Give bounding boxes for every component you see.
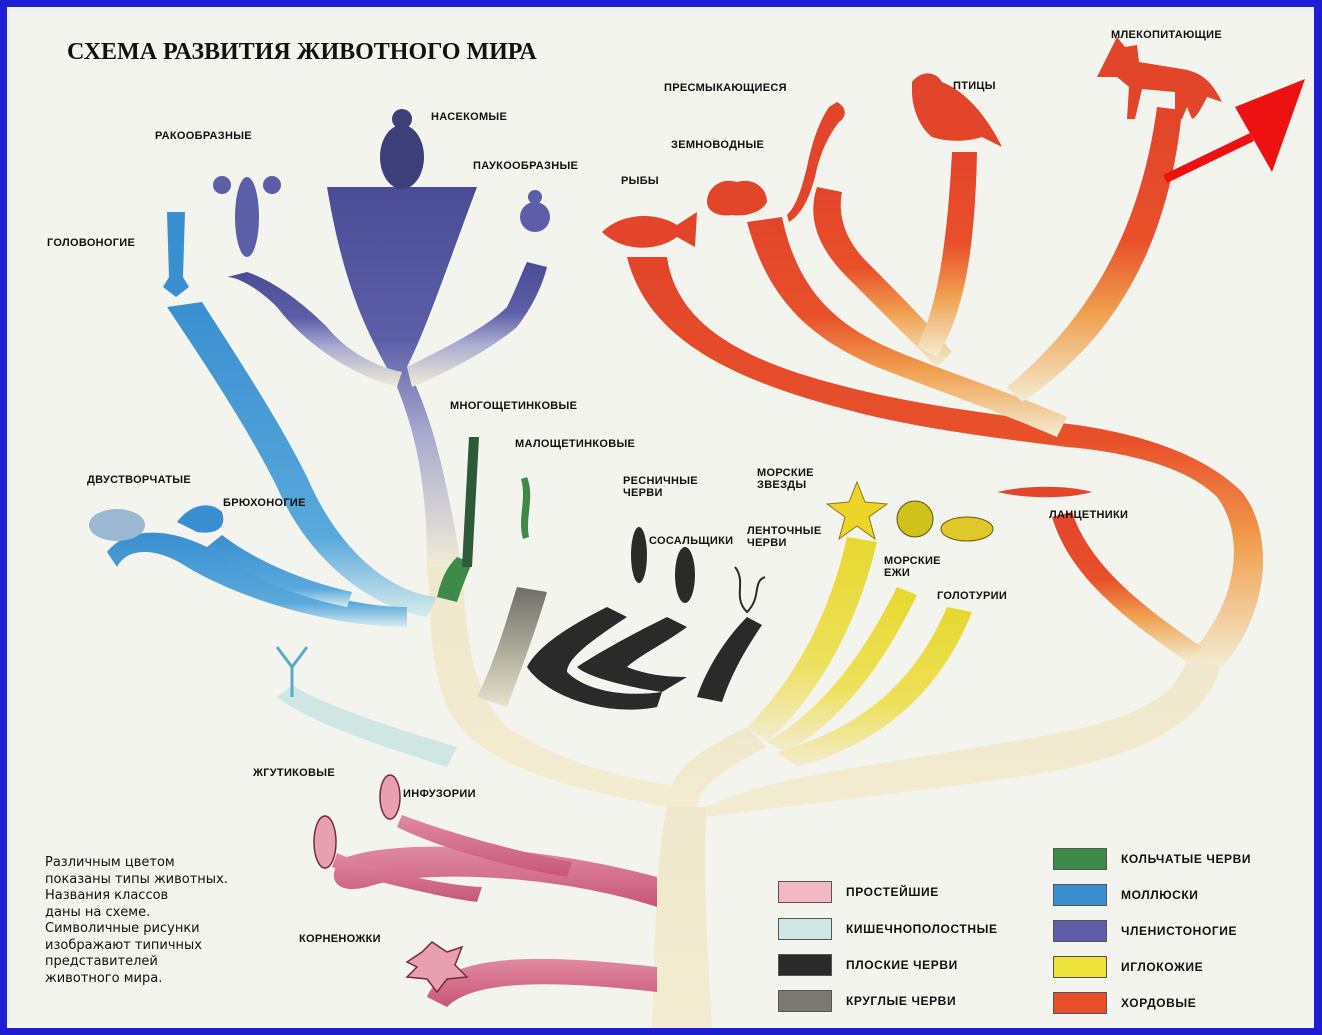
legend-item-arthropods: ЧЛЕНИСТОНОГИЕ <box>1053 919 1237 943</box>
coelenterates-branch <box>277 685 457 767</box>
legend-label: ПРОСТЕЙШИЕ <box>846 885 939 899</box>
annelids-branch <box>437 557 472 602</box>
chordates-branch <box>627 107 1264 667</box>
label-gastropods: БРЮХОНОГИЕ <box>223 497 306 509</box>
diagram-frame: СХЕМА РАЗВИТИЯ ЖИВОТНОГО МИРА МЛЕКОПИТАЮ… <box>7 7 1314 1028</box>
label-cephalopods: ГОЛОВОНОГИЕ <box>47 237 136 249</box>
legend-item-coelenterates: КИШЕЧНОПОЛОСТНЫЕ <box>778 917 998 941</box>
legend-swatch <box>1053 884 1107 906</box>
protozoa-branch <box>332 815 657 1007</box>
legend-item-molluscs: МОЛЛЮСКИ <box>1053 883 1199 907</box>
legend-item-roundworms: КРУГЛЫЕ ЧЕРВИ <box>778 989 956 1013</box>
insect-icon <box>380 109 424 189</box>
oligochaete-icon <box>521 477 531 539</box>
legend-label: КОЛЬЧАТЫЕ ЧЕРВИ <box>1121 852 1252 866</box>
roundworms-branch <box>477 587 547 707</box>
legend-swatch <box>1053 920 1107 942</box>
flagellate-cell-icon <box>313 815 337 869</box>
label-holothurians: ГОЛОТУРИИ <box>937 590 1008 602</box>
tapeworm-icon <box>734 566 766 614</box>
legend-label: МОЛЛЮСКИ <box>1121 888 1199 902</box>
legend-label: ХОРДОВЫЕ <box>1121 996 1197 1010</box>
label-crustaceans: РАКООБРАЗНЫЕ <box>155 130 252 142</box>
legend-item-annelids: КОЛЬЧАТЫЕ ЧЕРВИ <box>1053 847 1251 871</box>
molluscs-branch <box>107 302 437 627</box>
legend-swatch <box>778 918 832 940</box>
crustacean-icon <box>213 176 281 257</box>
diagram-title: СХЕМА РАЗВИТИЯ ЖИВОТНОГО МИРА <box>67 39 537 65</box>
label-starfish: МОРСКИЕ ЗВЕЗДЫ <box>757 467 814 491</box>
legend-swatch <box>1053 956 1107 978</box>
label-ciliates: ИНФУЗОРИИ <box>403 788 476 800</box>
label-tapeworms: ЛЕНТОЧНЫЕ ЧЕРВИ <box>747 525 822 549</box>
trunk-branch <box>427 567 1222 1028</box>
label-bivalves: ДВУСТВОРЧАТЫЕ <box>87 474 192 486</box>
amphibian-icon <box>707 180 767 216</box>
legend-swatch <box>1053 992 1107 1014</box>
label-polychaetes: МНОГОЩЕТИНКОВЫЕ <box>450 400 578 412</box>
flatworms-branch <box>527 607 762 710</box>
label-arachnids: ПАУКООБРАЗНЫЕ <box>473 160 579 172</box>
legend-label: ПЛОСКИЕ ЧЕРВИ <box>846 958 958 972</box>
label-amphibians: ЗЕМНОВОДНЫЕ <box>671 139 765 151</box>
turbellarian-icon <box>631 527 647 583</box>
arthropods-branch <box>227 187 547 567</box>
label-urchins: МОРСКИЕ ЕЖИ <box>884 555 941 579</box>
legend-label: ЧЛЕНИСТОНОГИЕ <box>1121 924 1238 938</box>
rhizopod-icon <box>405 941 469 994</box>
label-rhizopods: КОРНЕНОЖКИ <box>299 933 381 945</box>
urchin-icon <box>896 500 934 538</box>
gastropod-icon <box>177 505 224 533</box>
evolution-tree <box>89 37 1305 1028</box>
explanatory-note: Различным цветом показаны типы животных.… <box>45 855 228 986</box>
legend-item-echinoderms: ИГЛОКОЖИЕ <box>1053 955 1203 979</box>
bird-icon <box>912 73 1002 147</box>
legend-label: КИШЕЧНОПОЛОСТНЫЕ <box>846 922 998 936</box>
fluke-icon <box>675 547 695 603</box>
arachnid-icon <box>520 190 550 232</box>
label-insects: НАСЕКОМЫЕ <box>431 111 508 123</box>
bivalve-icon <box>89 509 145 541</box>
polychaete-icon <box>462 437 479 567</box>
legend-swatch <box>778 954 832 976</box>
legend-swatch <box>1053 848 1107 870</box>
mammal-icon <box>1097 37 1222 119</box>
starfish-icon <box>825 480 889 541</box>
red-arrow-icon <box>1163 79 1305 184</box>
legend-label: КРУГЛЫЕ ЧЕРВИ <box>846 994 957 1008</box>
reptile-icon <box>787 102 845 222</box>
legend-item-protozoa: ПРОСТЕЙШИЕ <box>778 880 939 904</box>
fish-icon <box>602 212 697 248</box>
cephalopod-icon <box>163 212 189 297</box>
legend-swatch <box>778 881 832 903</box>
legend-label: ИГЛОКОЖИЕ <box>1121 960 1204 974</box>
holothurian-icon <box>940 516 994 542</box>
legend-swatch <box>778 990 832 1012</box>
label-birds: ПТИЦЫ <box>953 80 996 92</box>
echinoderms-branch <box>747 537 972 767</box>
flagellate-icon <box>275 646 309 697</box>
label-flukes: СОСАЛЬЩИКИ <box>649 535 734 547</box>
label-reptiles: ПРЕСМЫКАЮЩИЕСЯ <box>664 82 787 94</box>
label-flagellates: ЖГУТИКОВЫЕ <box>253 767 335 779</box>
ciliate-icon <box>379 774 401 820</box>
legend-item-flatworms: ПЛОСКИЕ ЧЕРВИ <box>778 953 958 977</box>
label-lancelets: ЛАНЦЕТНИКИ <box>1049 509 1129 521</box>
legend-item-chordates: ХОРДОВЫЕ <box>1053 991 1196 1015</box>
label-fish: РЫБЫ <box>621 175 659 187</box>
label-mammals: МЛЕКОПИТАЮЩИЕ <box>1111 29 1222 41</box>
lancelet-icon <box>997 486 1092 498</box>
label-turbellarians: РЕСНИЧНЫЕ ЧЕРВИ <box>623 475 698 499</box>
label-oligochaetes: МАЛОЩЕТИНКОВЫЕ <box>515 438 636 450</box>
